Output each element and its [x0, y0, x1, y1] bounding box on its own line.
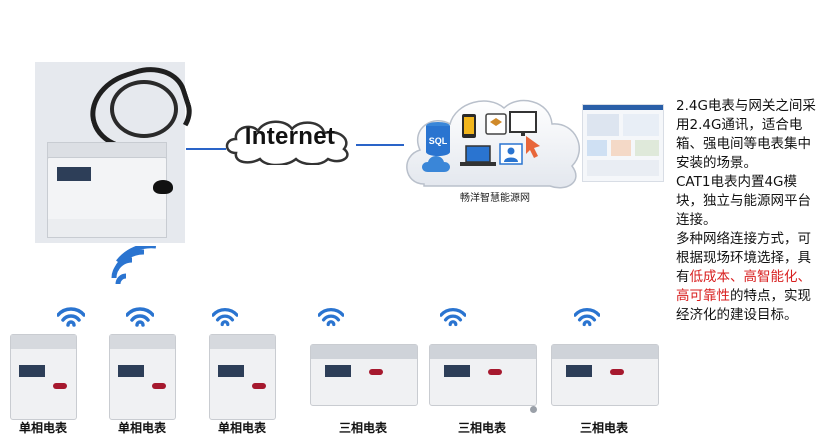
meter-label: 单相电表: [117, 421, 166, 435]
meter-label: 三相电表: [338, 421, 387, 435]
single-phase-meter: [109, 334, 176, 420]
meter-wifi-icon: [212, 308, 238, 327]
meter-wifi-icon: [318, 308, 344, 327]
svg-text:SQL: SQL: [429, 136, 448, 146]
description-paragraph-3: 多种网络连接方式，可根据现场环境选择，具有低成本、高智能化、高可靠性的特点，实现…: [676, 230, 816, 325]
antenna-base: [153, 180, 173, 194]
gateway-display: [57, 167, 91, 181]
meter-label: 单相电表: [217, 421, 266, 435]
three-phase-meter: [310, 344, 418, 406]
platform-label: 畅洋智慧能源网: [460, 193, 530, 204]
description-paragraph-2: CAT1电表内置4G模块，独立与能源网平台连接。: [676, 174, 811, 228]
description-text-before: 多种网络连接方式，可根据现场环境选择，具有: [676, 231, 811, 285]
meter-wifi-icon: [57, 307, 85, 327]
meter-label: 三相电表: [579, 421, 628, 435]
meter-label: 单相电表: [18, 421, 67, 435]
single-phase-meter: [209, 334, 276, 420]
monitor-icon: [509, 111, 537, 133]
internet-cloud-icon: [225, 120, 349, 165]
description-paragraph-1: 2.4G电表与网关之间采用2.4G通讯，适合电箱、强电间等电表集中安装的场景。: [676, 98, 816, 171]
meter-label: 三相电表: [457, 421, 506, 435]
pointer-hand-icon: [526, 136, 540, 158]
database-icon: [426, 122, 450, 156]
description-highlight: 低成本、高智能化、高可靠性: [676, 269, 811, 304]
three-phase-meter: [429, 344, 537, 406]
three-phase-meter: [551, 344, 659, 406]
gateway-photo: [35, 56, 200, 243]
meter-wifi-icon: [126, 307, 154, 327]
cloud-icon: [422, 156, 450, 172]
separator-dot: [530, 406, 537, 413]
description-text-after: 的特点，实现经济化的建设目标。: [676, 288, 811, 323]
antenna-cable-loop: [110, 80, 178, 138]
gateway-wifi-icon: [111, 246, 156, 285]
description-text: 2.4G电表与网关之间采用2.4G通讯，适合电箱、强电间等电表集中安装的场景。 …: [676, 97, 816, 325]
internet-platform-link: [356, 144, 404, 146]
meter-wifi-icon: [440, 308, 466, 327]
meter-wifi-icon: [574, 308, 600, 327]
internet-label: Internet: [244, 123, 336, 150]
single-phase-meter: [10, 334, 77, 420]
laptop-icon: [465, 145, 491, 163]
dashboard-screenshot: [582, 104, 664, 182]
platform-cloud-icon: SQL: [406, 99, 581, 189]
gateway-rail-mount: [47, 219, 167, 238]
gateway-internet-link: [186, 148, 226, 150]
